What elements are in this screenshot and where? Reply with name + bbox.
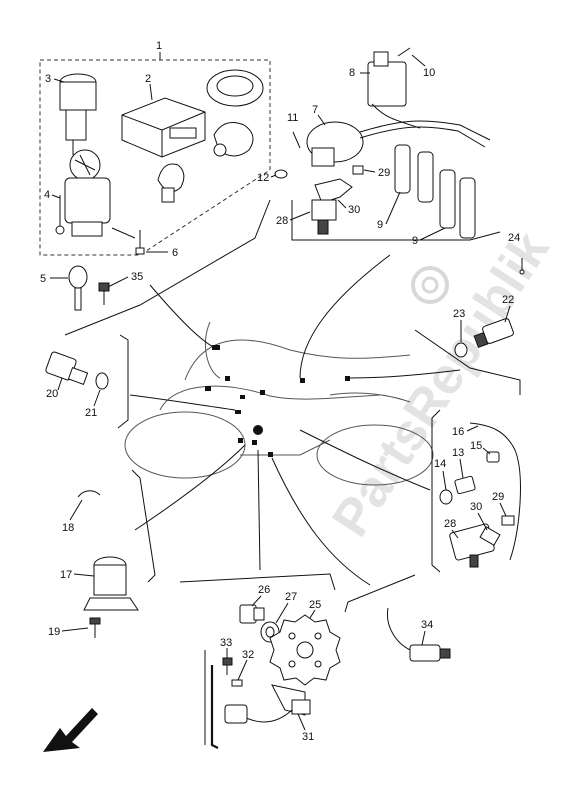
callout-33: 33 <box>220 637 232 649</box>
callout-5: 5 <box>40 273 46 285</box>
group-1-dashed-frame <box>39 59 271 256</box>
key-cylinder <box>59 73 97 155</box>
speed-sensor-group <box>179 573 341 749</box>
callout-25: 25 <box>309 599 321 611</box>
callout-12: 12 <box>257 172 269 184</box>
location-markers <box>205 345 350 457</box>
callout-31: 31 <box>302 731 314 743</box>
callout-18: 18 <box>62 522 74 534</box>
sensor-22-group <box>414 258 525 395</box>
callout-23: 23 <box>453 308 465 320</box>
callout-24: 24 <box>508 232 520 244</box>
callout-35: 35 <box>131 271 143 283</box>
o2-sensor-group <box>344 574 451 662</box>
callout-34: 34 <box>421 619 433 631</box>
callout-9-b: 9 <box>412 235 418 247</box>
bolt-35 <box>98 282 110 305</box>
gear-icon <box>411 266 449 304</box>
ecu-unit <box>121 97 206 158</box>
callout-22: 22 <box>502 294 514 306</box>
callout-28-right: 28 <box>444 518 456 530</box>
ignition-key <box>68 265 88 311</box>
right-sensors-group <box>431 409 521 573</box>
callout-9-a: 9 <box>377 219 383 231</box>
front-direction-arrow-icon <box>43 708 98 752</box>
callout-7: 7 <box>312 104 318 116</box>
callout-labels: 1 2 3 4 5 6 35 8 10 7 11 12 29 30 28 9 9… <box>40 40 520 743</box>
callout-30-right: 30 <box>470 501 482 513</box>
sprocket <box>269 614 341 686</box>
ignition-switch-group <box>39 52 271 256</box>
callout-8: 8 <box>349 67 355 79</box>
callout-4: 4 <box>44 189 50 201</box>
callout-15: 15 <box>470 440 482 452</box>
motorcycle-outline <box>124 254 461 586</box>
callout-26: 26 <box>258 584 270 596</box>
callout-13: 13 <box>452 447 464 459</box>
callout-28-top: 28 <box>276 215 288 227</box>
coils-frame <box>291 200 501 241</box>
callout-16: 16 <box>452 426 464 438</box>
callout-32: 32 <box>242 649 254 661</box>
bolt-6 <box>135 230 145 255</box>
callout-11: 11 <box>287 112 298 124</box>
callout-17: 17 <box>60 569 72 581</box>
leader-group1-bottom <box>64 199 271 336</box>
fuel-tank-cap-lock <box>157 69 264 203</box>
callout-20: 20 <box>46 388 58 400</box>
callout-14: 14 <box>434 458 446 470</box>
callout-3: 3 <box>45 73 51 85</box>
callout-21: 21 <box>85 407 97 419</box>
solenoid-group <box>77 469 156 638</box>
callout-1: 1 <box>156 40 162 52</box>
callout-29-right: 29 <box>492 491 504 503</box>
ignition-coils-group <box>274 47 501 241</box>
callout-6: 6 <box>172 247 178 259</box>
callout-19: 19 <box>48 626 60 638</box>
callout-2: 2 <box>145 73 151 85</box>
callout-30-top: 30 <box>348 204 360 216</box>
callout-10: 10 <box>423 67 435 79</box>
callout-27: 27 <box>285 591 297 603</box>
sensor-20-group <box>45 334 129 429</box>
main-switch-body <box>55 149 136 239</box>
callout-29-top: 29 <box>378 167 390 179</box>
